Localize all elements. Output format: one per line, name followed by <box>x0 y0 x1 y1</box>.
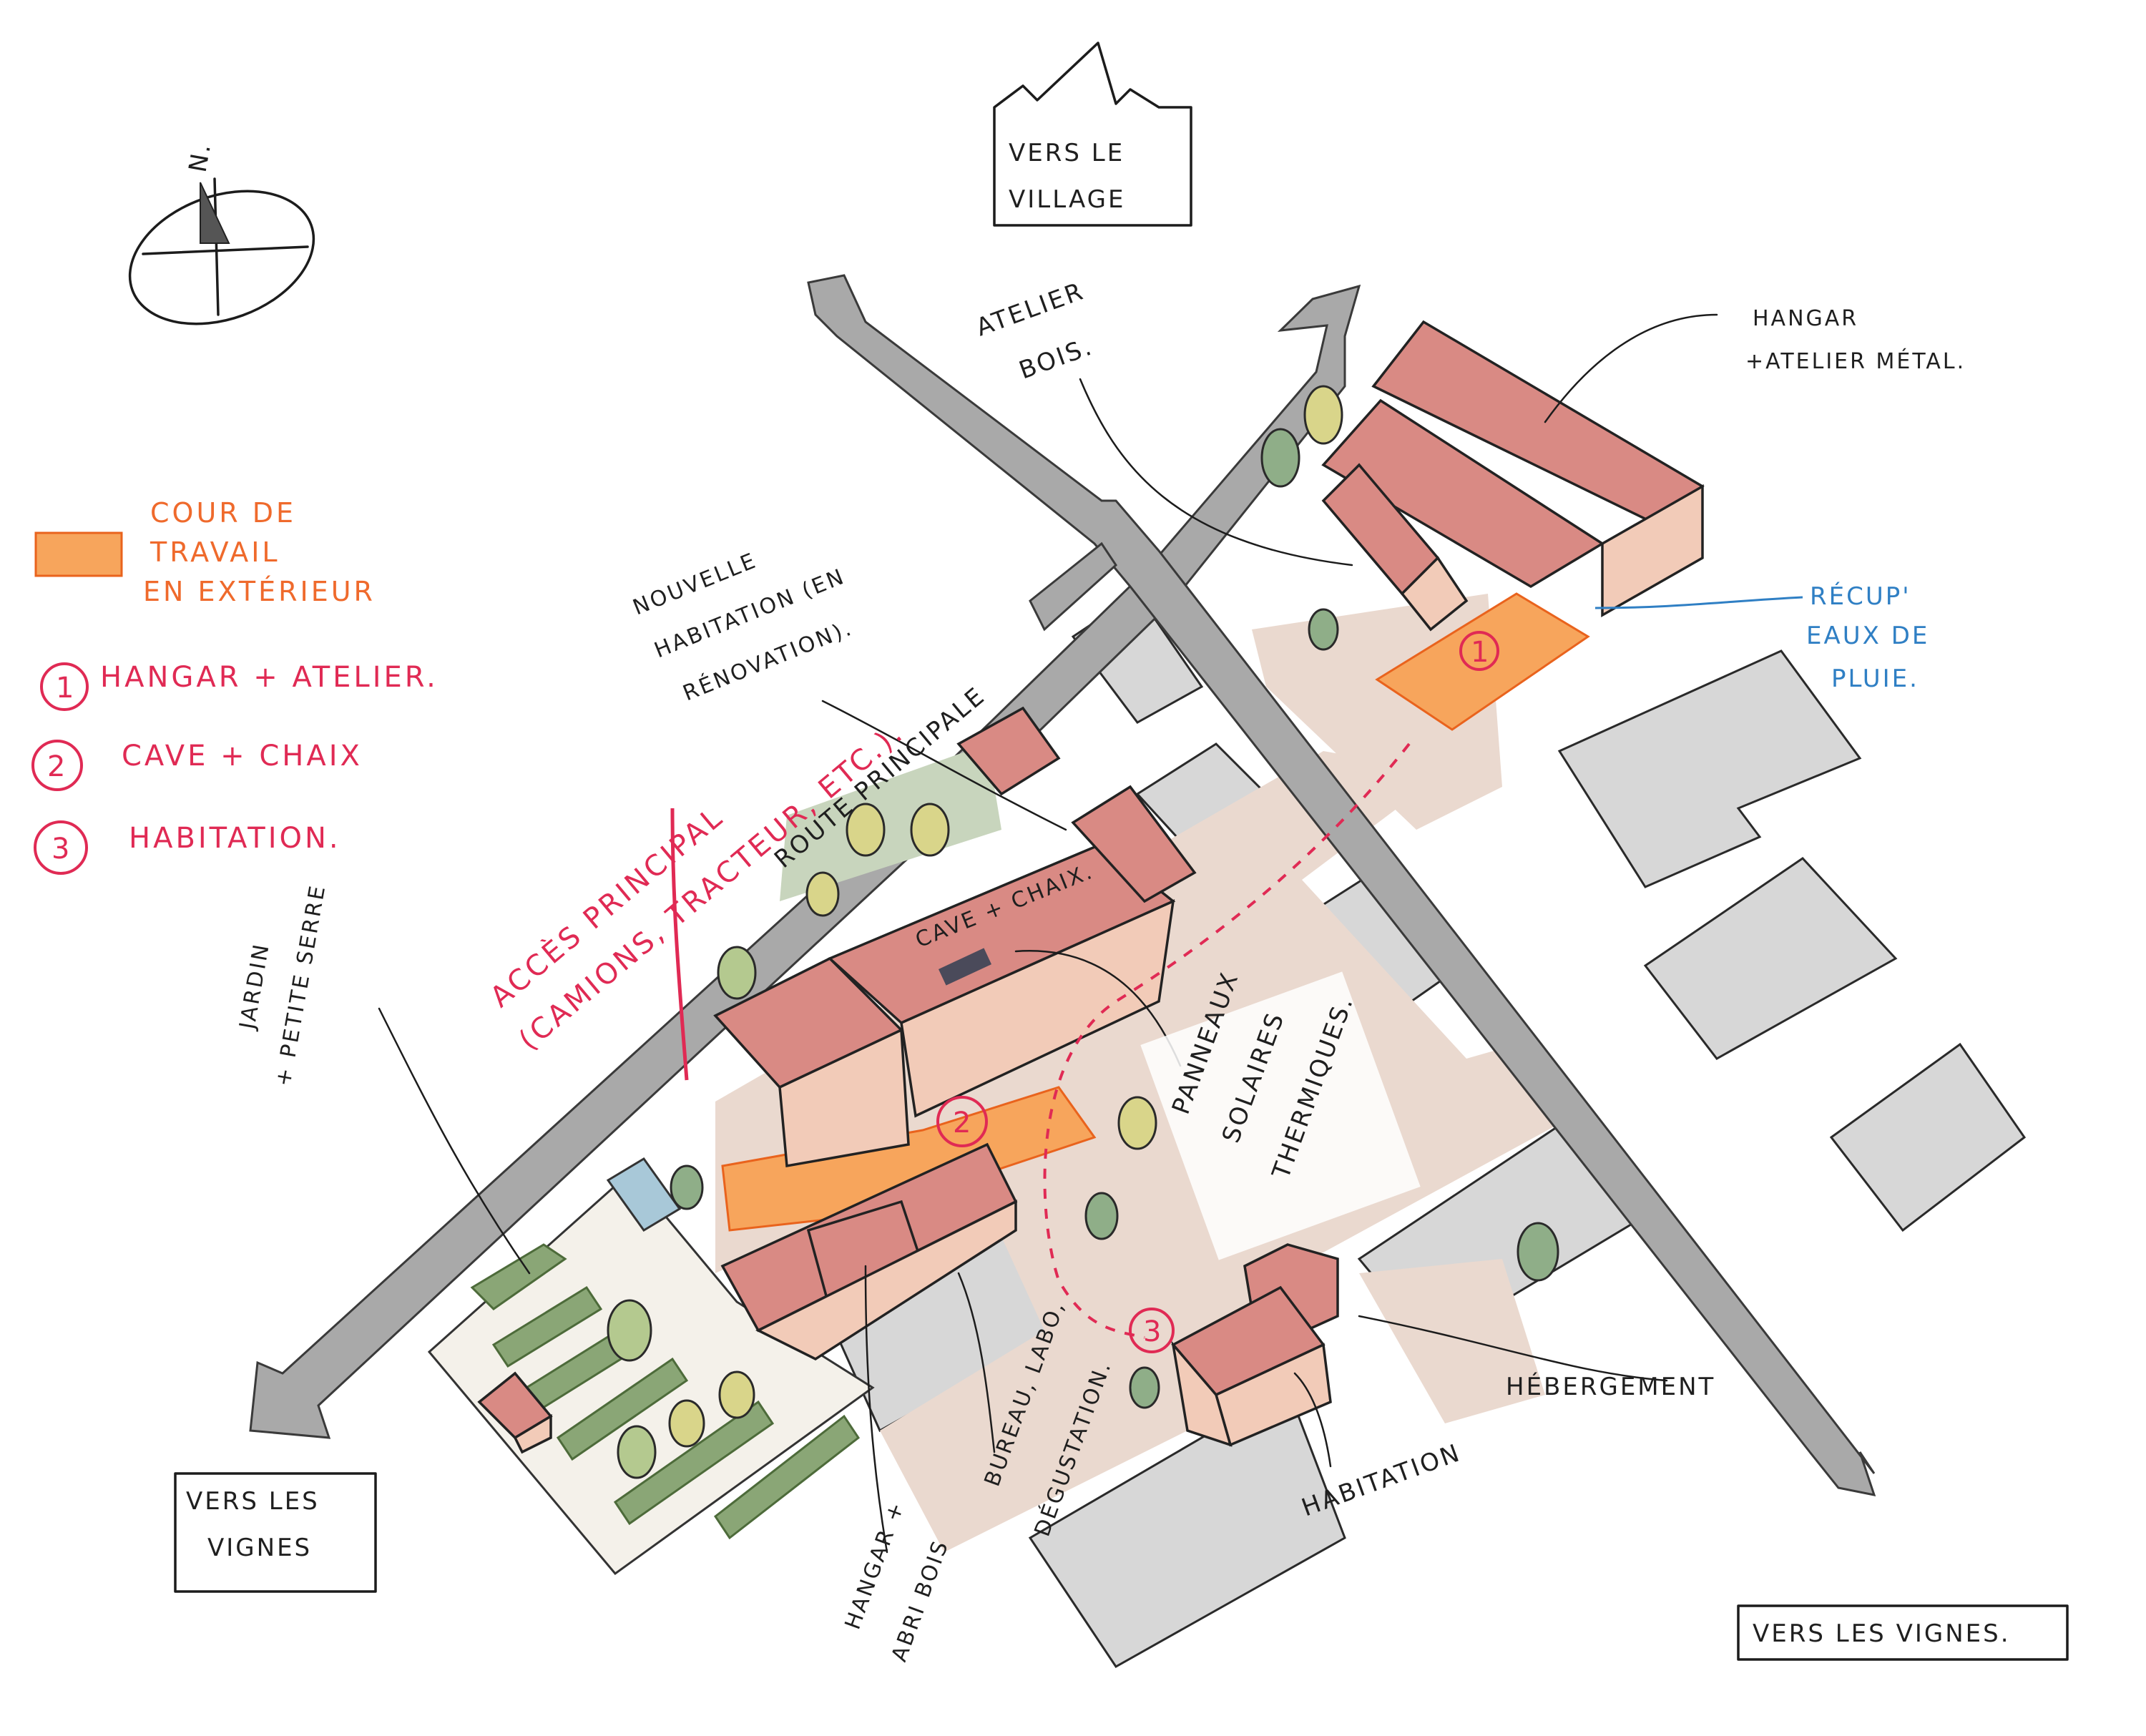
dashed-route <box>1043 742 1411 1339</box>
label-hangar-metal-line1: HANGAR <box>1753 306 1858 331</box>
annotation-arrows <box>378 313 1803 1554</box>
sign-vignes-right: VERS LES VIGNES. <box>1737 1604 2069 1661</box>
legend-marker-1 <box>40 662 89 711</box>
plan-marker-2-num: 2 <box>953 1107 974 1139</box>
plan-markers: 1 2 3 <box>936 631 1499 1353</box>
label-hebergement: HÉBERGEMENT <box>1506 1372 1715 1401</box>
plan-marker-1 <box>1459 631 1499 671</box>
legend-marker-2-num: 2 <box>47 750 68 783</box>
label-jardin-line1: JARDIN <box>235 941 275 1032</box>
sign-vignes-left-line1: VERS LES <box>186 1487 320 1516</box>
plan-marker-3 <box>1129 1308 1175 1353</box>
neighbour-buildings <box>814 592 2027 1668</box>
legend-courtyard-swatch <box>34 531 123 577</box>
label-jardin-line2: + PETITE SERRE <box>270 882 330 1088</box>
sign-village-line2: VILLAGE <box>1009 185 1125 214</box>
garden <box>427 744 1001 1576</box>
courtyard-2 <box>721 1086 1097 1232</box>
svg-text:COUR DE: COUR DE <box>150 497 296 529</box>
label-hangar-abri-line1: HANGAR + <box>841 1497 910 1632</box>
legend-item-2: CAVE + CHAIX <box>122 740 363 773</box>
plan-marker-3-num: 3 <box>1143 1315 1164 1348</box>
label-recup-line2: EAUX DE <box>1806 622 1929 650</box>
svg-text:EN EXTÉRIEUR: EN EXTÉRIEUR <box>143 576 376 607</box>
svg-text:TRAVAIL: TRAVAIL <box>150 536 280 568</box>
sign-vignes-right-text: VERS LES VIGNES. <box>1753 1619 2011 1648</box>
sign-vignes-left: VERS LES VIGNES <box>174 1472 377 1593</box>
buildings <box>477 320 1705 1454</box>
label-hangar-abri-line2: ABRI BOIS <box>887 1536 954 1665</box>
compass: N. <box>128 139 315 325</box>
label-recup-line1: RÉCUP' <box>1810 582 1911 611</box>
plan-marker-1-num: 1 <box>1471 636 1491 669</box>
legend: COUR DE TRAVAIL EN EXTÉRIEUR 1 HANGAR + … <box>31 497 438 875</box>
road-principal <box>249 284 1361 1439</box>
courtyard-1 <box>1375 592 1590 731</box>
road-stub <box>1029 541 1117 632</box>
legend-marker-3-num: 3 <box>52 833 72 865</box>
compass-north-label: N. <box>184 139 217 175</box>
label-atelier-bois-line1: ATELIER <box>972 277 1088 343</box>
label-atelier-bois-line2: BOIS. <box>1015 332 1097 385</box>
plan-marker-2 <box>936 1096 988 1147</box>
legend-marker-3 <box>34 820 88 875</box>
label-recup-line3: PLUIE. <box>1831 665 1919 693</box>
legend-marker-1-num: 1 <box>56 672 77 705</box>
legend-item-3: HABITATION. <box>129 822 341 855</box>
label-hangar-metal-line2: +ATELIER MÉTAL. <box>1745 348 1966 374</box>
sign-village: VERS LE VILLAGE <box>993 41 1192 227</box>
legend-item-1: HANGAR + ATELIER. <box>100 661 438 694</box>
legend-marker-2 <box>31 740 83 791</box>
sign-vignes-left-line2: VIGNES <box>207 1534 312 1562</box>
trees <box>607 385 1559 1479</box>
sign-village-line1: VERS LE <box>1009 139 1125 167</box>
roads <box>249 274 1876 1496</box>
courtyards <box>721 592 1590 1232</box>
